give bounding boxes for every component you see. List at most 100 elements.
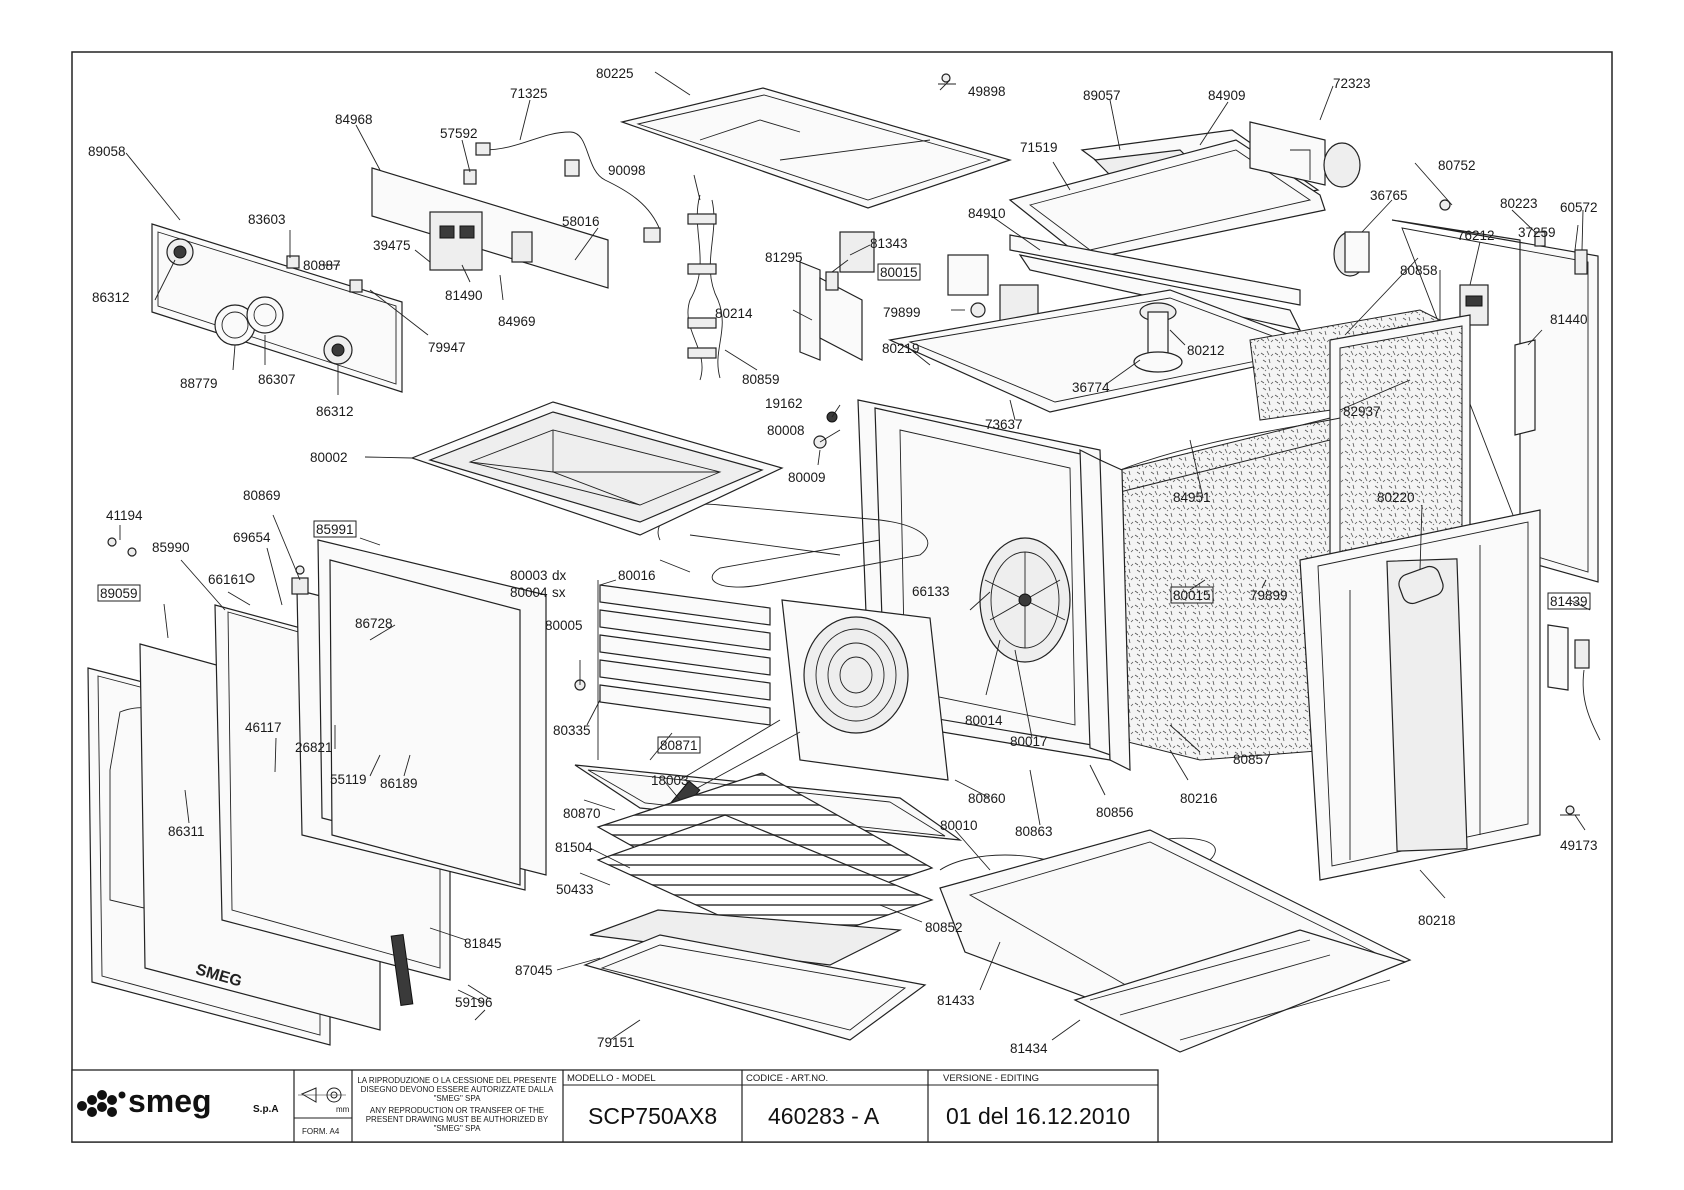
part-label-box-80871 bbox=[657, 736, 701, 754]
part-label-80858: 80858 bbox=[1400, 263, 1438, 278]
part-label-36774: 36774 bbox=[1072, 380, 1110, 395]
part-label-80871: 80871 bbox=[660, 738, 698, 753]
notice-en-line-3: "SMEG" SPA bbox=[434, 1124, 482, 1133]
part-label-80859: 80859 bbox=[742, 372, 780, 387]
part-label-60572: 60572 bbox=[1560, 200, 1598, 215]
part-label-86311: 86311 bbox=[168, 824, 205, 839]
part-label-80004: 80004 bbox=[510, 585, 548, 600]
model-value: SCP750AX8 bbox=[588, 1103, 717, 1129]
part-label-80008: 80008 bbox=[767, 423, 805, 438]
part-label-80005: 80005 bbox=[545, 618, 583, 633]
part-label-80856: 80856 bbox=[1096, 805, 1134, 820]
part-label-80017: 80017 bbox=[1010, 734, 1048, 749]
part-label-85991: 85991 bbox=[316, 522, 354, 537]
part-label-66133: 66133 bbox=[912, 584, 950, 599]
part-label-81504: 81504 bbox=[555, 840, 593, 855]
part-label-58016: 58016 bbox=[562, 214, 600, 229]
part-label-80016: 80016 bbox=[618, 568, 656, 583]
part-label-80218: 80218 bbox=[1418, 913, 1456, 928]
part-label-81440: 81440 bbox=[1550, 312, 1588, 327]
part-label-87045: 87045 bbox=[515, 963, 553, 978]
part-label-79151: 79151 bbox=[597, 1035, 635, 1050]
part-label-79899a: 79899 bbox=[883, 305, 921, 320]
title-block: smeg S.p.A mm FORM. A4 LA RIPRODUZIONE O… bbox=[71, 1069, 1159, 1143]
part-label-80870: 80870 bbox=[563, 806, 601, 821]
part-label-80014: 80014 bbox=[965, 713, 1003, 728]
part-label-80015a: 80015 bbox=[880, 265, 918, 280]
notice-it-line-2: DISEGNO DEVONO ESSERE AUTORIZZATE DALLA bbox=[361, 1085, 554, 1094]
part-label-86307: 86307 bbox=[258, 372, 296, 387]
part-label-80752: 80752 bbox=[1438, 158, 1476, 173]
part-label-80887: 80887 bbox=[303, 258, 341, 273]
part-label-50433: 50433 bbox=[556, 882, 594, 897]
part-label-49173: 49173 bbox=[1560, 838, 1598, 853]
part-label-86312a: 86312 bbox=[92, 290, 130, 305]
code-value: 460283 - A bbox=[768, 1103, 880, 1129]
part-label-84910: 84910 bbox=[968, 206, 1006, 221]
part-label-80015b: 80015 bbox=[1173, 588, 1211, 603]
part-label-80212: 80212 bbox=[1187, 343, 1225, 358]
part-label-80220: 80220 bbox=[1377, 490, 1415, 505]
notice-it-line-1: LA RIPRODUZIONE O LA CESSIONE DEL PRESEN… bbox=[357, 1076, 556, 1085]
part-label-80852: 80852 bbox=[925, 920, 963, 935]
copyright-notice: LA RIPRODUZIONE O LA CESSIONE DEL PRESEN… bbox=[357, 1076, 556, 1133]
part-label-37259: 37259 bbox=[1518, 225, 1556, 240]
part-label-81295: 81295 bbox=[765, 250, 803, 265]
part-label-76212: 76212 bbox=[1457, 228, 1495, 243]
version-label: VERSIONE - EDITING bbox=[943, 1073, 1039, 1084]
part-label-80004s: sx bbox=[552, 585, 566, 600]
part-label-84951: 84951 bbox=[1173, 490, 1211, 505]
part-label-36765: 36765 bbox=[1370, 188, 1408, 203]
part-label-80009: 80009 bbox=[788, 470, 826, 485]
parts-artwork: SMEG bbox=[87, 73, 1601, 1053]
leader-lines bbox=[119, 71, 1591, 1041]
part-label-73637: 73637 bbox=[985, 417, 1023, 432]
brand-suffix: S.p.A bbox=[253, 1104, 279, 1115]
part-label-81434: 81434 bbox=[1010, 1041, 1048, 1056]
part-label-71325: 71325 bbox=[510, 86, 548, 101]
part-label-box-80015a bbox=[877, 263, 921, 281]
part-label-79899b: 79899 bbox=[1250, 588, 1288, 603]
part-label-84969: 84969 bbox=[498, 314, 536, 329]
part-label-83603: 83603 bbox=[248, 212, 286, 227]
part-label-90098: 90098 bbox=[608, 163, 646, 178]
part-label-66161: 66161 bbox=[208, 572, 246, 587]
projection-symbol: mm FORM. A4 bbox=[298, 1087, 350, 1136]
notice-en-line-2: PRESENT DRAWING MUST BE AUTHORIZED BY bbox=[366, 1115, 549, 1124]
part-label-26821: 26821 bbox=[295, 740, 333, 755]
part-label-box-81439 bbox=[1547, 592, 1591, 610]
part-label-59196: 59196 bbox=[455, 995, 493, 1010]
brand-name: smeg bbox=[128, 1083, 212, 1119]
part-label-80003s: dx bbox=[552, 568, 567, 583]
part-label-19162: 19162 bbox=[765, 396, 803, 411]
part-label-80003: 80003 bbox=[510, 568, 548, 583]
part-label-80225: 80225 bbox=[596, 66, 634, 81]
part-label-89058: 89058 bbox=[88, 144, 126, 159]
part-label-80335: 80335 bbox=[553, 723, 591, 738]
part-label-57592: 57592 bbox=[440, 126, 478, 141]
notice-en-line-1: ANY REPRODUCTION OR TRANSFER OF THE bbox=[370, 1106, 544, 1115]
part-label-85990: 85990 bbox=[152, 540, 190, 555]
part-label-80223: 80223 bbox=[1500, 196, 1538, 211]
part-label-71519: 71519 bbox=[1020, 140, 1058, 155]
part-label-80857: 80857 bbox=[1233, 752, 1271, 767]
part-label-80002: 80002 bbox=[310, 450, 348, 465]
part-label-89057: 89057 bbox=[1083, 88, 1121, 103]
part-label-46117: 46117 bbox=[245, 720, 282, 735]
part-label-81433: 81433 bbox=[937, 993, 975, 1008]
part-label-86312b: 86312 bbox=[316, 404, 354, 419]
part-label-39475: 39475 bbox=[373, 238, 411, 253]
part-label-41194: 41194 bbox=[106, 508, 143, 523]
part-label-80214: 80214 bbox=[715, 306, 753, 321]
part-label-81439: 81439 bbox=[1550, 594, 1588, 609]
unit-symbol: mm bbox=[336, 1105, 350, 1114]
part-label-80860: 80860 bbox=[968, 791, 1006, 806]
part-label-box-85991 bbox=[313, 520, 357, 538]
part-label-80219: 80219 bbox=[882, 341, 920, 356]
code-label: CODICE - ART.NO. bbox=[746, 1073, 828, 1084]
notice-it-line-3: "SMEG" SPA bbox=[434, 1094, 482, 1103]
part-label-69654: 69654 bbox=[233, 530, 271, 545]
part-label-80216: 80216 bbox=[1180, 791, 1218, 806]
